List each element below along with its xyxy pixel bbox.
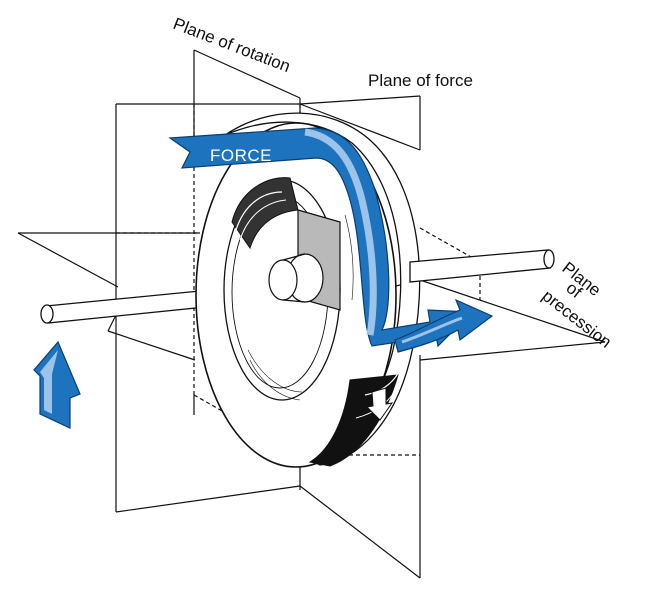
gyroscope-wheel: [195, 112, 421, 468]
down-arrow-icon: [365, 387, 394, 421]
up-arrow-icon: [33, 340, 81, 429]
axle-right: [409, 249, 555, 283]
plane-of-force-label: Plane of force: [368, 71, 473, 90]
curved-arrow-icon: [394, 298, 494, 353]
plane-of-precession-label: Plane of precession: [539, 258, 615, 352]
force-label: FORCE: [210, 146, 272, 165]
